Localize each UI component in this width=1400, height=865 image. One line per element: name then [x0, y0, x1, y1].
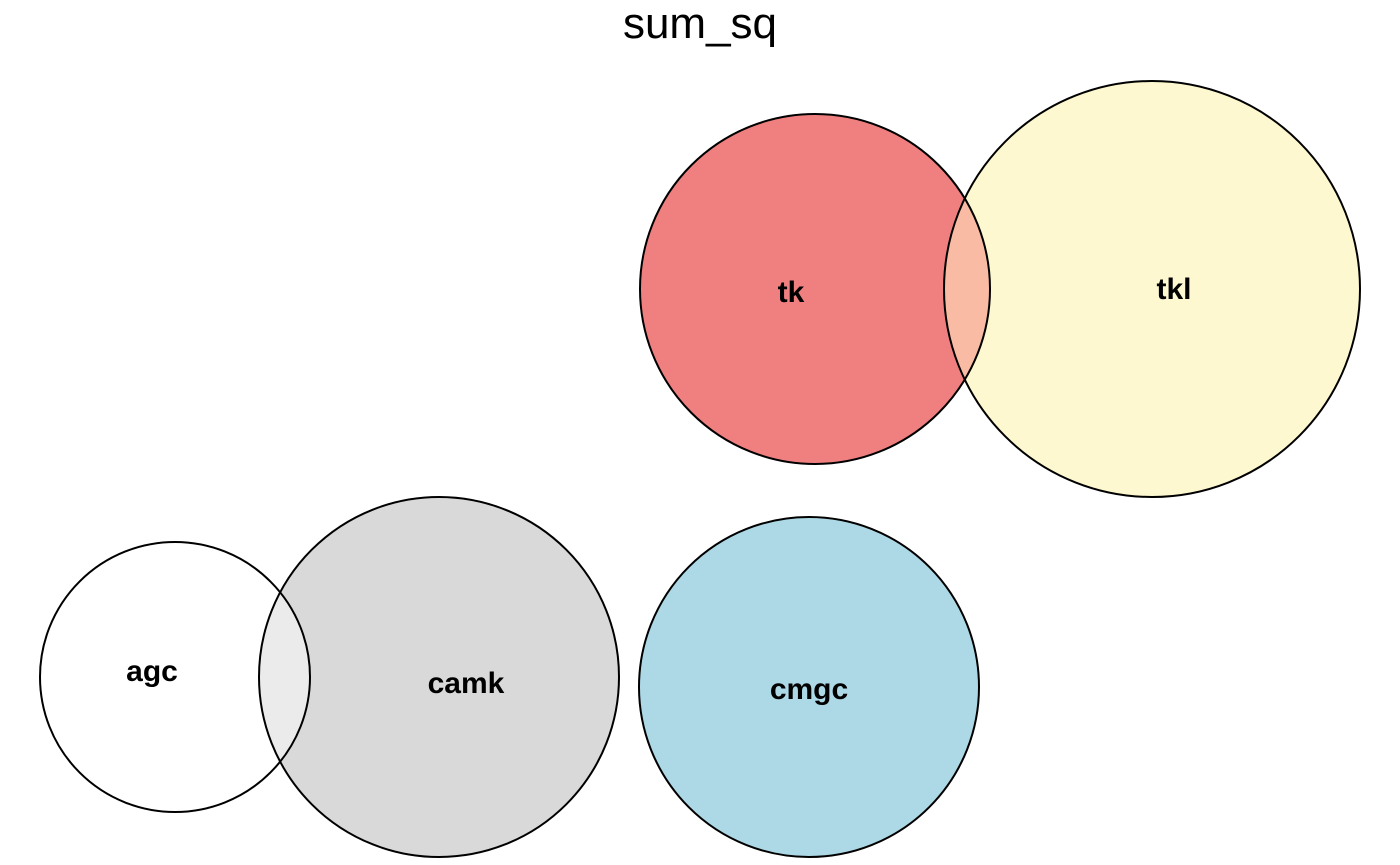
- circle-outlines: [39, 80, 1361, 858]
- set-label-tkl: tkl: [1156, 273, 1191, 306]
- set-circle-agc: [40, 542, 310, 812]
- outline-agc: [39, 541, 311, 813]
- set-label-agc: agc: [126, 655, 178, 688]
- outline-cmgc: [638, 516, 980, 858]
- set-circle-cmgc: [639, 517, 979, 857]
- outline-tk: [639, 113, 991, 465]
- set-circle-tkl: [944, 81, 1360, 497]
- set-circle-tk: [640, 114, 990, 464]
- outline-tkl: [943, 80, 1361, 498]
- diagram-title: sum_sq: [623, 0, 777, 48]
- set-label-cmgc: cmgc: [770, 673, 848, 706]
- set-label-camk: camk: [428, 667, 505, 700]
- set-label-tk: tk: [778, 276, 805, 309]
- set-circle-camk: [259, 497, 619, 857]
- outline-camk: [258, 496, 620, 858]
